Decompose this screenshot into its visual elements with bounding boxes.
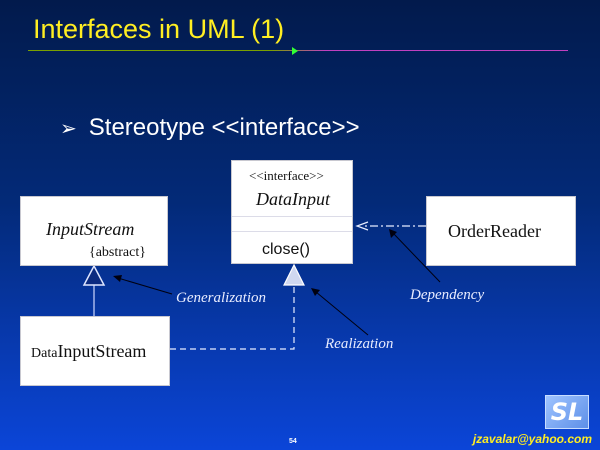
generalization-hollow-triangle xyxy=(82,264,106,286)
close-operation: close() xyxy=(262,241,311,258)
generalization-label: Generalization xyxy=(176,290,266,306)
inputstream-class-name: InputStream xyxy=(46,219,135,239)
bullet-item: ➢ Stereotype <<interface>> xyxy=(60,114,360,142)
inputstream-class-box: InputStream {abstract} xyxy=(20,196,168,266)
orderreader-class-name: OrderReader xyxy=(448,221,541,241)
slide-title: Interfaces in UML (1) xyxy=(33,14,285,44)
datainputstream-class-name: DataInputStream xyxy=(31,341,146,362)
bullet-text: Stereotype <<interface>> xyxy=(88,114,360,141)
realization-pointer-head xyxy=(311,288,320,296)
datainputstream-class-box: DataInputStream xyxy=(20,316,170,386)
datainputstream-name-rest: InputStream xyxy=(57,341,147,361)
dependency-label: Dependency xyxy=(410,287,485,303)
dependency-arrowhead xyxy=(355,221,369,231)
datainput-interface-box: <<interface>> DataInput close() xyxy=(231,160,353,264)
generalization-pointer-head xyxy=(113,275,122,282)
generalization-pointer xyxy=(117,277,173,295)
title-arrow-icon xyxy=(292,47,298,55)
dependency-pointer-head xyxy=(389,229,397,238)
arrow-bullet-icon: ➢ xyxy=(60,116,77,140)
author-email: jzavalar@yahoo.com xyxy=(472,432,592,446)
page-number: 54 xyxy=(289,438,297,445)
realization-triangle xyxy=(283,263,305,286)
realization-label: Realization xyxy=(325,336,394,352)
interface-stereotype: <<interface>> xyxy=(249,168,324,183)
attribute-separator xyxy=(232,216,352,217)
orderreader-class-box: OrderReader xyxy=(426,196,576,266)
sl-logo: SL xyxy=(545,395,589,429)
datainput-interface-name: DataInput xyxy=(256,189,330,209)
title-underline xyxy=(28,50,568,51)
abstract-constraint: {abstract} xyxy=(89,245,146,260)
datainputstream-name-prefix: Data xyxy=(31,346,58,361)
realization-pointer xyxy=(315,291,369,336)
realization-line xyxy=(170,285,295,350)
operation-separator xyxy=(232,231,352,232)
dependency-pointer xyxy=(392,232,441,283)
